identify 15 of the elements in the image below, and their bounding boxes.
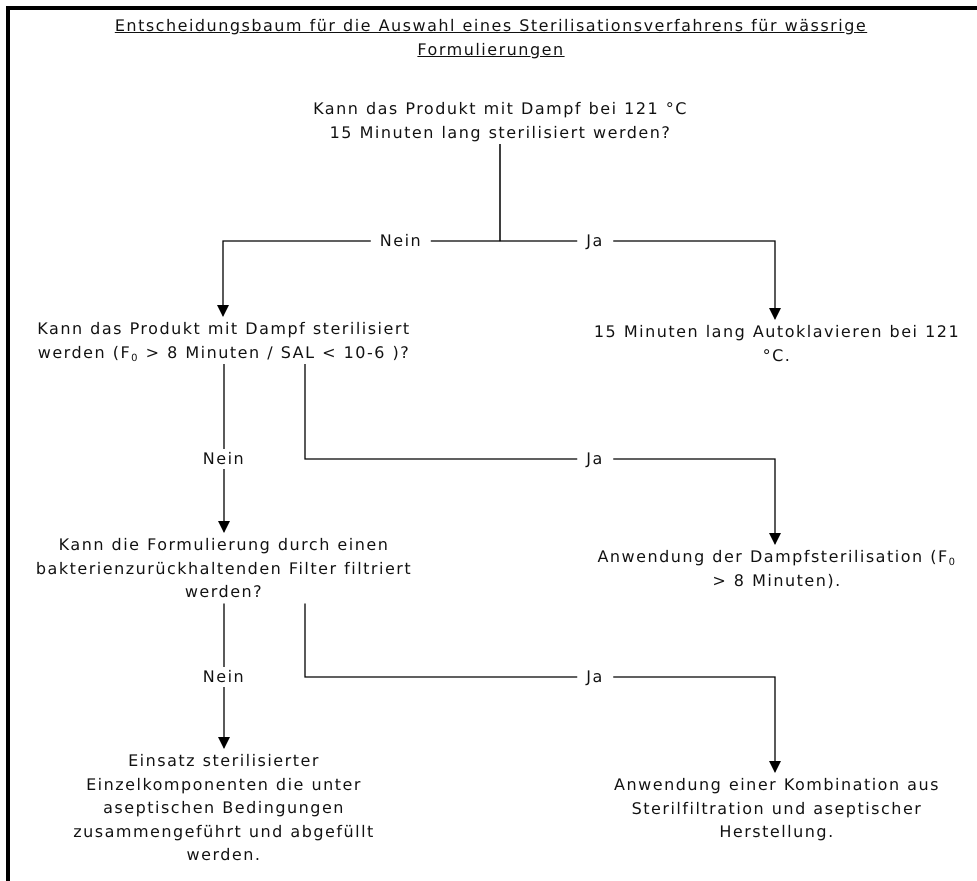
edge-label: Ja [577,449,613,469]
decision-question: Kann die Formulierung durch einen bakterienzurückhaltenden Filter filtriert werden? [24,533,424,604]
outcome-text: Anwendung einer Kombination aus Sterilfiltration und aseptischer Herstellung. [584,773,970,844]
edge-label: Ja [577,667,613,687]
decision-question: Kann das Produkt mit Dampf sterilisiert werden (F$_{0}$ > 8 Minuten / SAL < 10-6 )? [24,317,424,364]
outcome-text: Anwendung der Dampfsterilisation (F$_{0}$ > 8 Minuten). [587,545,967,592]
outcome-text: 15 Minuten lang Autoklavieren bei 121 °C. [587,320,967,367]
arrow [218,364,230,533]
outcome-text: Einsatz sterilisierter Einzelkomponenten die unter aseptischen Bedingungen zusammengeführt und abgefüllt werden. [44,749,404,866]
arrow [304,364,781,545]
decision-question: Kann das Produkt mit Dampf bei 121 °C 15 Minuten lang sterilisiert werden? [308,97,693,144]
diagram-title: Entscheidungsbaum für die Auswahl eines Sterilisationsverfahrens für wässrige Formulierungen [114,15,868,60]
arrow [304,604,781,773]
edge-label: Ja [577,231,613,251]
arrow [499,144,781,320]
